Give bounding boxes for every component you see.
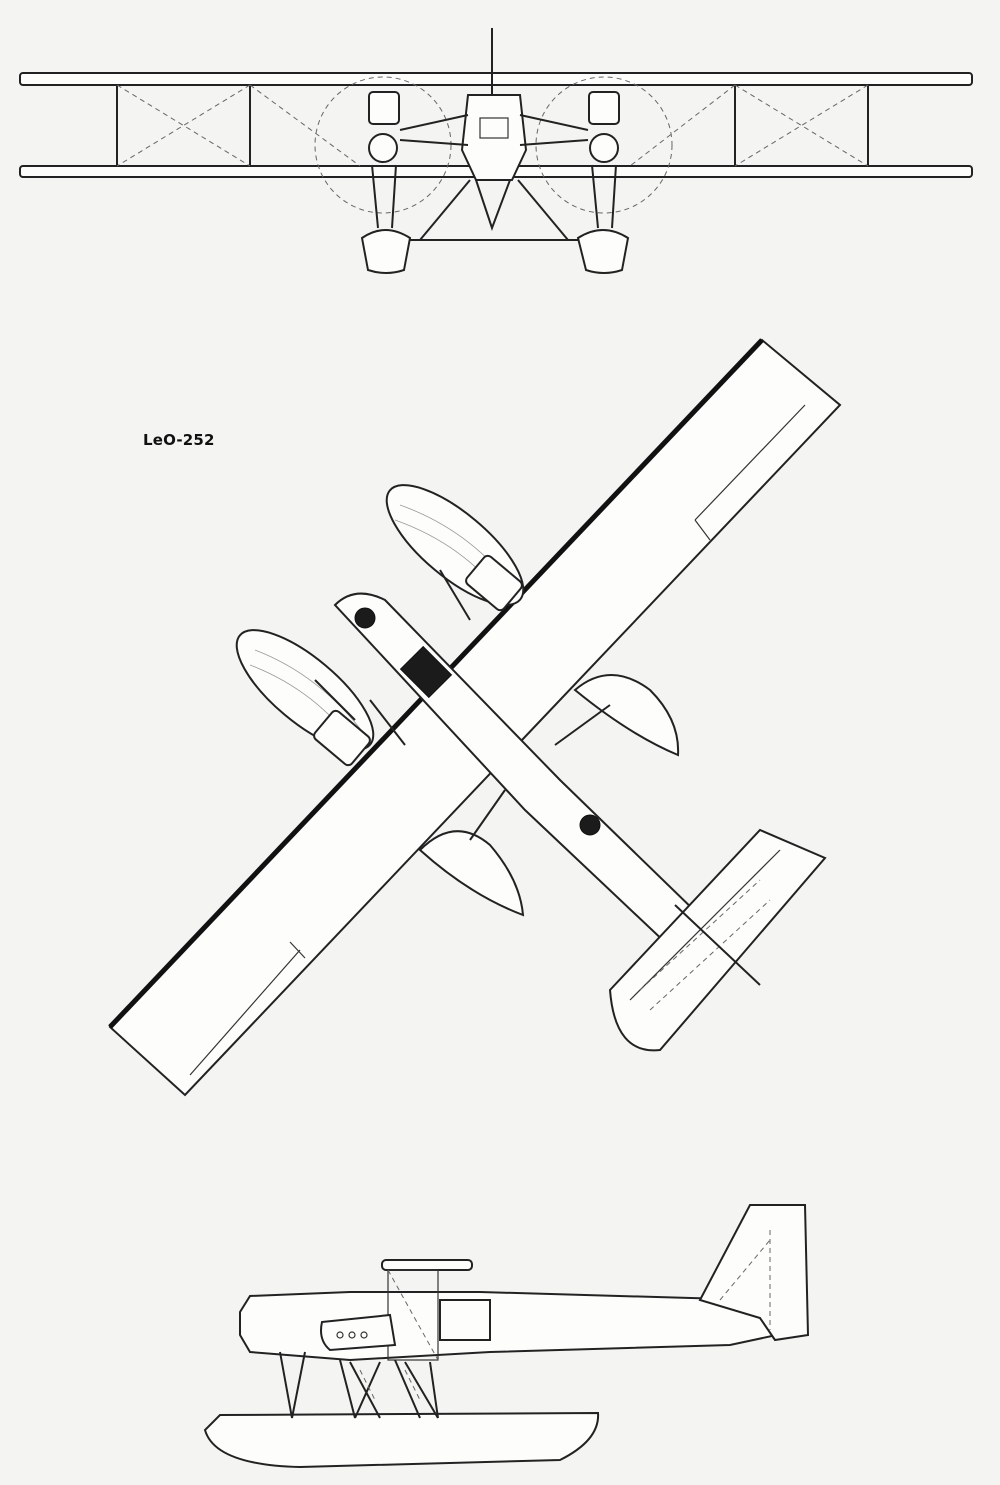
plan-view [108, 338, 842, 1097]
right-float [576, 229, 630, 274]
plan-engine-upper [465, 554, 523, 612]
plan-float-upper [385, 484, 525, 606]
side-upper-wing [381, 1259, 473, 1271]
plan-tipfloat-left [418, 830, 525, 917]
aircraft-caption: LeO-252 [143, 431, 215, 449]
right-propeller-disc [535, 76, 673, 214]
side-engine [320, 1313, 397, 1352]
left-engine [368, 91, 400, 125]
left-float [360, 229, 412, 274]
plan-tipfloat-right [573, 674, 680, 757]
cockpit [399, 645, 453, 699]
front-view [19, 28, 973, 274]
side-fin [698, 1204, 810, 1342]
right-engine [588, 91, 620, 125]
side-view [203, 1204, 810, 1469]
plan-tailplane [608, 828, 827, 1052]
front-upper-wing [19, 72, 973, 86]
side-lower-wing [439, 1299, 491, 1341]
left-propeller-disc [314, 76, 452, 214]
plan-engine-lower [313, 709, 371, 767]
side-float [203, 1411, 600, 1469]
